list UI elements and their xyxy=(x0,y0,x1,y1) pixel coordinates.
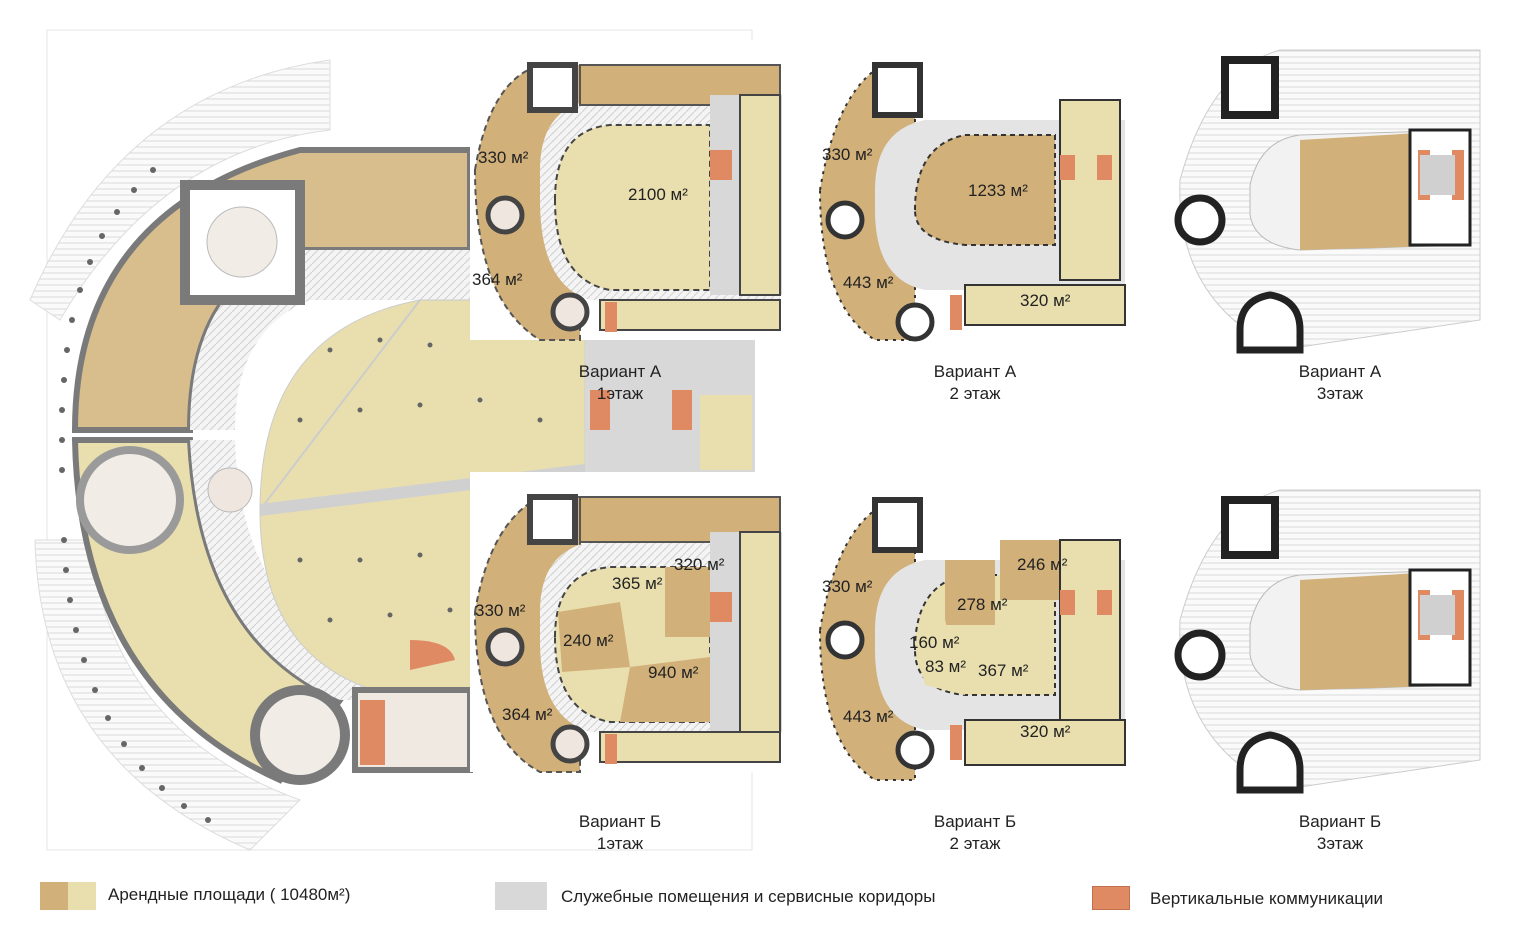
floor-label: 1этаж xyxy=(596,834,644,853)
area-label: 320 м² xyxy=(674,555,725,574)
area-label: 443 м² xyxy=(843,273,894,292)
area-label: 365 м² xyxy=(612,574,663,593)
caption-b2: Вариант Б 2 этаж xyxy=(910,811,1040,855)
caption-b3: Вариант Б 3этаж xyxy=(1275,811,1405,855)
caption-a1: Вариант А 1этаж xyxy=(560,361,680,405)
rental-dark-swatch xyxy=(40,882,68,910)
area-label: 246 м² xyxy=(1017,555,1068,574)
area-label: 83 м² xyxy=(925,657,966,676)
floor-label: 3этаж xyxy=(1316,384,1364,403)
legend-vertical-label: Вертикальные коммуникации xyxy=(1150,889,1384,908)
area-labels: 330 м² 2100 м² 364 м² 330 м² 1233 м² 443… xyxy=(472,145,1071,741)
variant-label: Вариант Б xyxy=(933,812,1017,831)
area-label: 364 м² xyxy=(502,705,553,724)
legend-service-label: Служебные помещения и сервисные коридоры xyxy=(561,887,936,906)
plan-variant-b-floor-1 xyxy=(470,472,782,773)
service-swatch xyxy=(495,882,547,910)
floor-label: 2 этаж xyxy=(949,384,1001,403)
area-label: 443 м² xyxy=(843,707,894,726)
area-label: 330 м² xyxy=(475,601,526,620)
plan-variant-a-floor-1 xyxy=(470,40,782,341)
area-label: 2100 м² xyxy=(628,185,688,204)
vertical-swatch xyxy=(1092,886,1130,910)
area-label: 278 м² xyxy=(957,595,1008,614)
plan-variant-a-floor-2 xyxy=(818,62,1126,342)
caption-a3: Вариант А 3этаж xyxy=(1275,361,1405,405)
plan-variant-b-floor-2 xyxy=(818,497,1126,781)
legend-rental-label: Арендные площади ( 10480м²) xyxy=(108,885,351,904)
caption-b1: Вариант Б 1этаж xyxy=(560,811,680,855)
variant-label: Вариант Б xyxy=(578,812,662,831)
area-label: 320 м² xyxy=(1020,722,1071,741)
floor-label: 3этаж xyxy=(1316,834,1364,853)
caption-a2: Вариант А 2 этаж xyxy=(910,361,1040,405)
area-label: 240 м² xyxy=(563,631,614,650)
area-label: 367 м² xyxy=(978,661,1029,680)
plan-variant-b-floor-3 xyxy=(1174,489,1481,794)
rental-light-swatch xyxy=(68,882,96,910)
area-label: 1233 м² xyxy=(968,181,1028,200)
variant-label: Вариант А xyxy=(933,362,1017,381)
floor-label: 2 этаж xyxy=(949,834,1001,853)
floor-label: 1этаж xyxy=(596,384,644,403)
area-label: 940 м² xyxy=(648,663,699,682)
area-label: 160 м² xyxy=(909,633,960,652)
area-label: 330 м² xyxy=(478,148,529,167)
area-label: 320 м² xyxy=(1020,291,1071,310)
area-label: 364 м² xyxy=(472,270,523,289)
plan-variant-a-floor-3 xyxy=(1174,49,1481,354)
variant-label: Вариант А xyxy=(1298,362,1382,381)
area-label: 330 м² xyxy=(822,145,873,164)
area-label: 330 м² xyxy=(822,577,873,596)
variant-label: Вариант Б xyxy=(1298,812,1382,831)
variant-label: Вариант А xyxy=(578,362,662,381)
